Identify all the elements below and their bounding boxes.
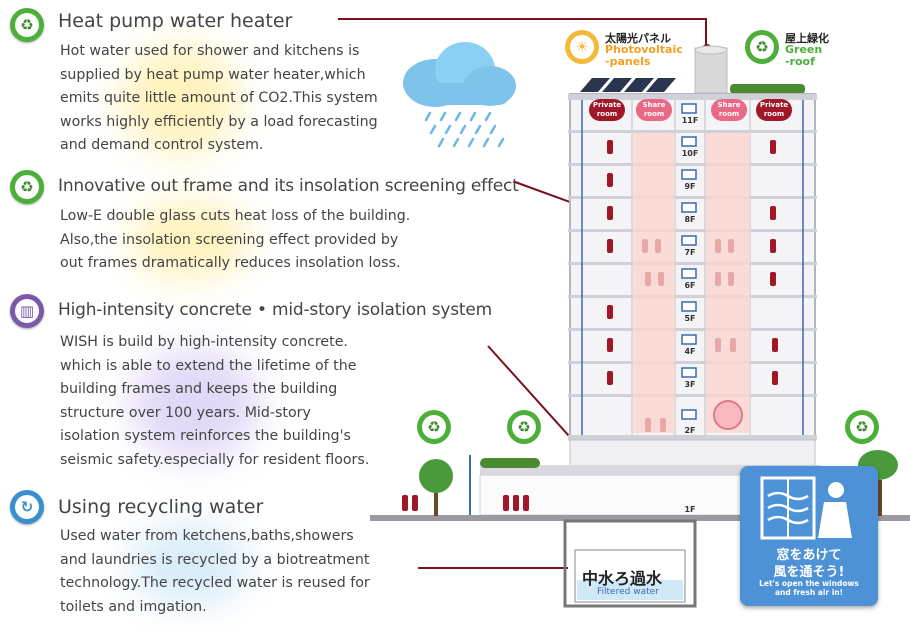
private-room-badge: Private room xyxy=(756,99,792,121)
share-room-badge: Share room xyxy=(636,99,672,121)
rain-cloud-icon xyxy=(403,42,516,148)
section-title: Using recycling water xyxy=(58,496,264,518)
section-body: Used water from ketchens,baths,showers a… xyxy=(60,528,370,615)
section-body: Hot water used for shower and kitchens i… xyxy=(60,43,378,154)
window-text-jp1: 窓をあけて xyxy=(776,548,842,563)
leaf-recycle-icon: ♻ xyxy=(417,410,451,444)
window-text-jp2: 風を通そう! xyxy=(773,565,845,580)
section-concrete: ▥ High-intensity concrete • mid-story is… xyxy=(10,294,510,474)
leader-line xyxy=(338,18,706,20)
section-title: Heat pump water heater xyxy=(58,10,293,32)
private-room-badge: Private room xyxy=(589,99,625,121)
floor-label: 7F xyxy=(684,248,696,257)
leaf-recycle-icon: ♻ xyxy=(845,410,879,444)
highlight-blob xyxy=(130,200,250,280)
floor-label: 4F xyxy=(684,347,696,356)
section-heat-pump: ♻ Heat pump water heater Hot water used … xyxy=(10,8,510,168)
floor-label: 2F xyxy=(684,426,696,435)
leaf-recycle-icon: ♻ xyxy=(507,410,541,444)
section-title: Innovative out frame and its insolation … xyxy=(58,176,519,196)
floor-label: 9F xyxy=(684,182,696,191)
filter-label-en: Filtered water xyxy=(597,587,659,597)
floor-label: 11F xyxy=(681,116,699,125)
floor-label: 6F xyxy=(684,281,696,290)
floor-label: 3F xyxy=(684,380,696,389)
leaf-recycle-icon: ♻ xyxy=(745,30,779,64)
window-person-icon xyxy=(760,476,852,540)
leaf-recycle-icon: ♻ xyxy=(10,170,44,204)
solar-label-jp: 太陽光パネル xyxy=(605,32,671,45)
solar-label-en: Photovoltaic -panels xyxy=(605,43,683,68)
section-recycling-water: ↻ Using recycling water Used water from … xyxy=(10,490,510,620)
leaf-recycle-icon: ♻ xyxy=(10,8,44,42)
highlight-blob xyxy=(130,350,260,460)
roof-label-en: Green -roof xyxy=(785,43,823,68)
filter-label-jp: 中水ろ過水 xyxy=(582,569,663,588)
floor-label: 5F xyxy=(684,314,696,323)
share-room-badge: Share room xyxy=(711,99,747,121)
leader-line xyxy=(705,18,707,48)
water-cycle-icon: ↻ xyxy=(10,490,44,524)
window-text-en: Let's open the windows and fresh air in! xyxy=(759,579,859,597)
floor-label: 10F xyxy=(681,149,699,158)
section-body: Low-E double glass cuts heat loss of the… xyxy=(60,208,411,272)
highlight-blob xyxy=(130,525,250,605)
highlight-blob xyxy=(120,45,240,155)
sun-icon: ☀ xyxy=(565,30,599,64)
building-icon: ▥ xyxy=(10,294,44,328)
section-body: WISH is build by high-intensity concrete… xyxy=(60,334,370,468)
roof-label-jp: 屋上緑化 xyxy=(785,32,829,45)
section-out-frame: ♻ Innovative out frame and its insolatio… xyxy=(10,170,519,280)
floor-label: 8F xyxy=(684,215,696,224)
open-window-sign: 窓をあけて 風を通そう! Let's open the windows and … xyxy=(740,466,878,606)
leader-line xyxy=(418,567,568,569)
floor-label: 1F xyxy=(684,505,696,514)
section-title: High-intensity concrete • mid-story isol… xyxy=(58,300,492,320)
